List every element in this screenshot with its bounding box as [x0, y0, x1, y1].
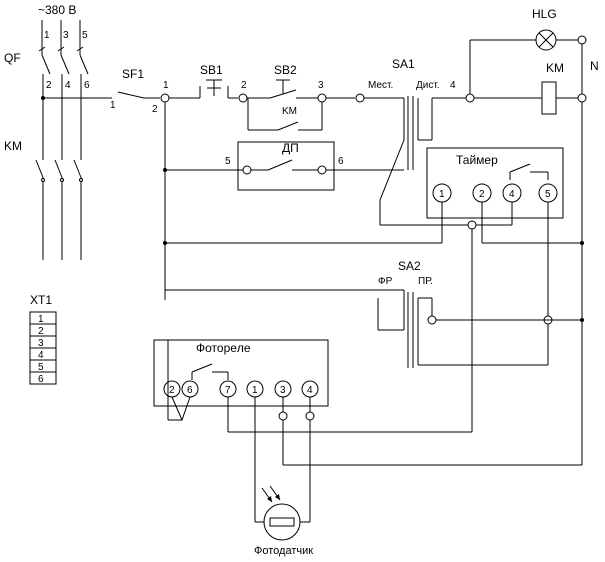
sb1-label: SB1	[200, 63, 223, 77]
photorelay-terminal-7: 7	[225, 385, 231, 396]
timer-terminal-4: 4	[509, 189, 515, 200]
sf1-switch	[117, 91, 170, 103]
sf1-node-1: 1	[110, 100, 116, 111]
phase-label-5: 5	[82, 30, 88, 41]
xt1-terminal-block	[29, 311, 57, 385]
timer-wiring	[165, 202, 582, 432]
timer-terminal-5: 5	[545, 189, 551, 200]
neutral-line	[580, 44, 584, 465]
supply-voltage-label: ~380 В	[38, 3, 76, 17]
xt1-row-1: 1	[38, 314, 44, 325]
photosensor	[261, 485, 301, 541]
sb2-button	[247, 79, 327, 103]
hlg-lamp	[469, 29, 587, 94]
qf-out-4: 4	[65, 80, 71, 91]
node-4-label: 4	[450, 80, 456, 91]
sa1-label: SA1	[392, 57, 415, 71]
photorelay-wiring	[167, 340, 582, 523]
phase-label-1: 1	[44, 30, 50, 41]
node-5-label: 5	[225, 156, 231, 167]
sa1-dist-label: Дист.	[416, 80, 440, 91]
timer-label: Таймер	[456, 153, 498, 167]
node-6-label: 6	[338, 156, 344, 167]
qf-breaker-contacts	[38, 46, 89, 98]
dp-label: ДП	[282, 141, 299, 155]
sb1-button	[169, 79, 248, 103]
photorelay-terminal-6: 6	[187, 385, 193, 396]
photorelay-terminal-1: 1	[252, 385, 258, 396]
phase-label-3: 3	[63, 30, 69, 41]
control-supply-line	[41, 96, 112, 100]
photosensor-label: Фотодатчик	[254, 545, 313, 557]
line-node3-to-sa1	[326, 93, 404, 103]
sf1-label: SF1	[122, 67, 144, 81]
km-main-contacts	[35, 98, 83, 260]
hlg-label: HLG	[532, 7, 557, 21]
qf-label: QF	[4, 51, 21, 65]
xt1-row-5: 5	[38, 362, 44, 373]
km-aux-contact	[247, 98, 323, 131]
xt1-row-3: 3	[38, 338, 44, 349]
sa2-selector	[165, 289, 582, 368]
qf-out-6: 6	[84, 80, 90, 91]
xt1-row-6: 6	[38, 374, 44, 385]
sf1-node-2: 2	[152, 104, 158, 115]
sa2-fr-label: ФР	[378, 276, 393, 287]
photorelay-terminal-2: 2	[169, 385, 175, 396]
photorelay-terminal-4: 4	[307, 385, 313, 396]
xt1-row-2: 2	[38, 326, 44, 337]
node-3-label: 3	[318, 80, 324, 91]
sb2-label: SB2	[274, 63, 297, 77]
km-aux-label: KM	[282, 106, 297, 117]
km-main-label: KM	[4, 139, 22, 153]
timer-terminal-2: 2	[479, 189, 485, 200]
dp-contact-box	[165, 141, 404, 191]
photorelay-box	[153, 339, 329, 407]
sa2-label: SA2	[398, 259, 421, 273]
xt1-row-4: 4	[38, 350, 44, 361]
timer-terminal-1: 1	[439, 189, 445, 200]
timer-terminals	[432, 183, 558, 203]
node-2-label: 2	[241, 80, 247, 91]
photorelay-label: Фоторeле	[196, 341, 251, 355]
qf-out-2: 2	[46, 80, 52, 91]
neutral-label: N	[590, 59, 599, 73]
sa2-pr-label: ПР.	[418, 276, 433, 287]
photorelay-terminal-3: 3	[280, 385, 286, 396]
km-coil-label: KM	[546, 61, 564, 75]
node-1-label: 1	[163, 80, 169, 91]
timer-box	[426, 147, 564, 219]
node1-vertical-bus	[163, 102, 167, 290]
km-coil	[541, 81, 587, 115]
sa1-mest-label: Мест.	[368, 80, 393, 91]
line-node4-to-km	[432, 93, 542, 103]
sa1-selector	[379, 96, 472, 226]
xt1-label: XT1	[30, 293, 52, 307]
